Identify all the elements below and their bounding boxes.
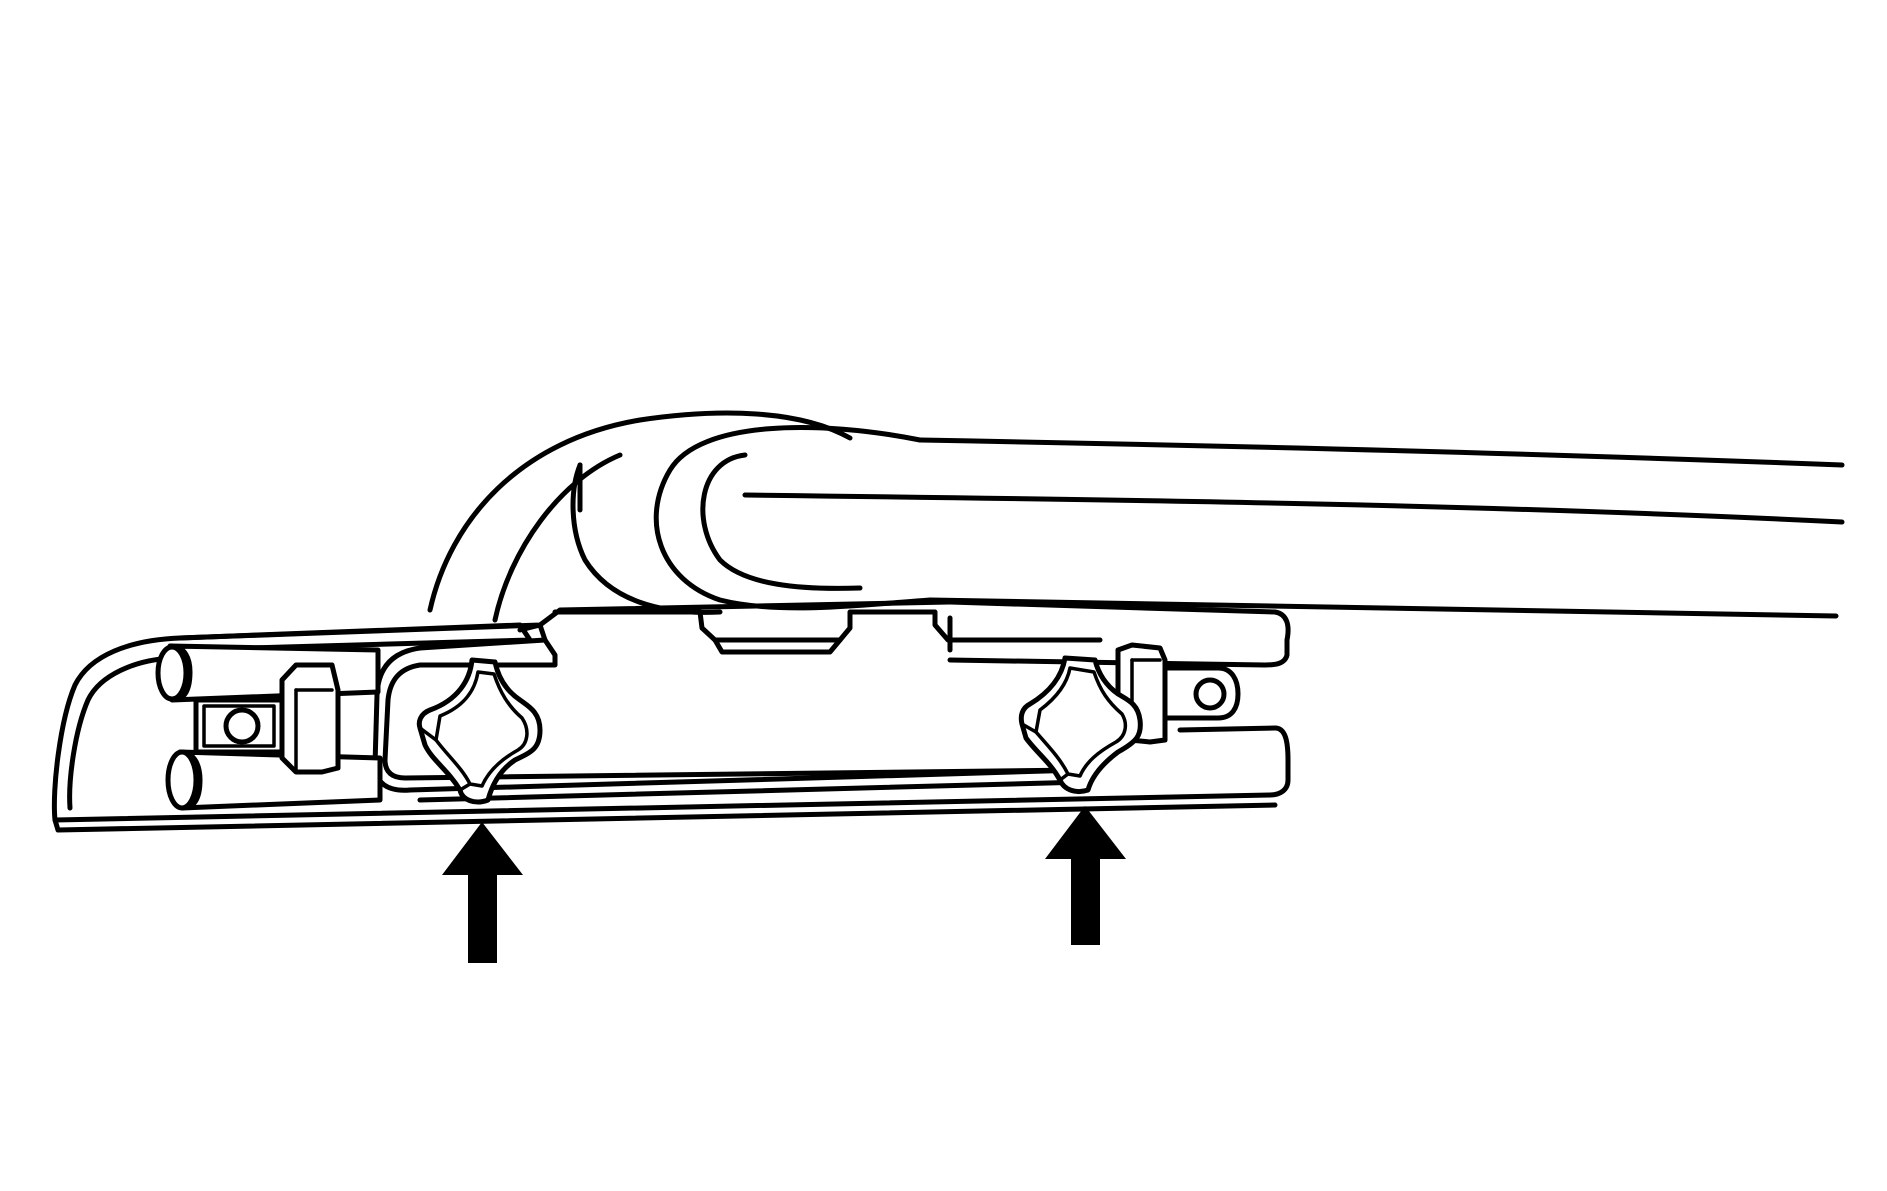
left-end-detail — [155, 643, 383, 811]
left-locking-tab — [416, 657, 543, 805]
adapter-hook — [427, 410, 853, 623]
wiper-arm — [653, 425, 1845, 619]
arrow-up-icon — [442, 822, 523, 963]
right-end-detail — [1115, 642, 1241, 745]
right-locking-tab — [1018, 655, 1143, 795]
arrow-up-icon — [1045, 806, 1126, 945]
blade-housing — [51, 599, 1291, 833]
